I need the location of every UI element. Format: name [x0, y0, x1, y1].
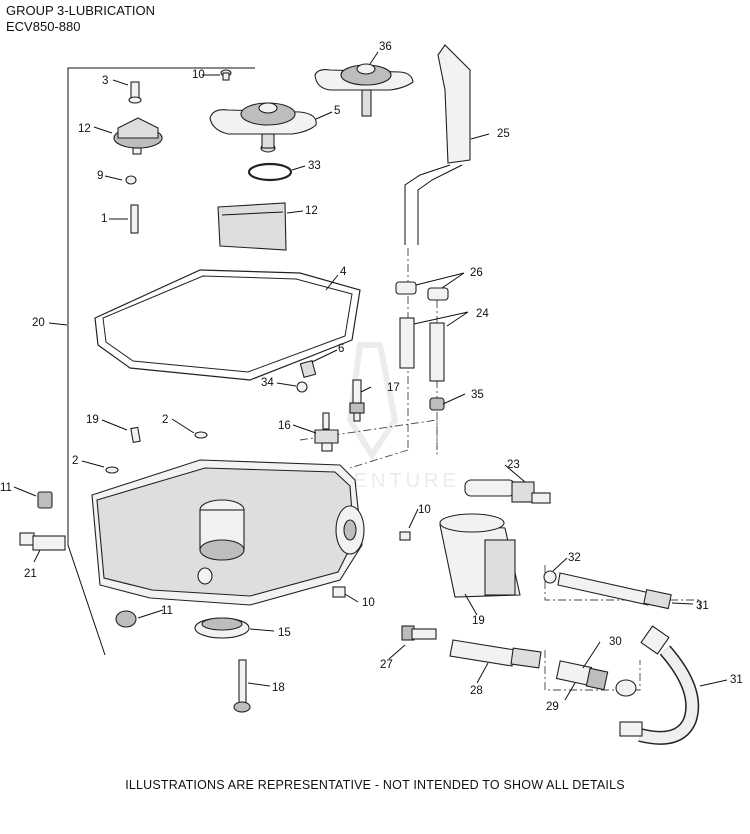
callout-17: 18: [272, 682, 285, 694]
disclaimer-footer: ILLUSTRATIONS ARE REPRESENTATIVE - NOT I…: [125, 778, 625, 792]
model-range: ECV850-880: [6, 19, 81, 34]
callout-16: 17: [387, 382, 400, 394]
hose-30: [619, 625, 700, 745]
fitting-22: [464, 479, 551, 504]
callout-20: 20: [32, 317, 45, 329]
ball-34: [296, 381, 308, 393]
assembly-bracket-20: [67, 67, 255, 656]
callout-6: 6: [338, 343, 344, 355]
callout-23: 24: [476, 308, 489, 320]
valve-28: [555, 660, 609, 691]
screw-10-lower: [332, 586, 346, 598]
oil-filter-18: [439, 513, 521, 598]
seal-14: [194, 617, 250, 639]
fitting-26: [401, 625, 437, 641]
callout-13: 12: [78, 123, 91, 135]
oil-screen-12: [217, 202, 287, 251]
callout-1: 1: [101, 213, 107, 225]
governor-gear-13: [113, 117, 163, 155]
callout-19: 19: [86, 414, 99, 426]
oil-pressure-switch-15: [314, 412, 339, 452]
fitting-21: [19, 532, 66, 551]
group-title: GROUP 3-LUBRICATION: [6, 3, 156, 18]
oil-pan-housing: [91, 459, 365, 606]
hose-31: [557, 572, 672, 610]
clip-29: [615, 679, 637, 697]
callout-15: 16: [278, 420, 291, 432]
callout-30: 31: [730, 674, 743, 686]
assembly-centerlines: [299, 248, 701, 691]
callout-33: 33: [308, 160, 321, 172]
diagram-title: GROUP 3-LUBRICATION ECV850-880: [6, 3, 155, 35]
leader-lines: [13, 51, 728, 701]
callout-3: 3: [102, 75, 108, 87]
washer-8: [125, 175, 137, 185]
callout-12: 12: [305, 205, 318, 217]
callout-2-lower: 2: [72, 455, 78, 467]
callout-34: 34: [261, 377, 274, 389]
washer-2-lower: [105, 466, 119, 474]
callout-26: 27: [380, 659, 393, 671]
callout-36: 36: [379, 41, 392, 53]
oil-pump-gear-36: [314, 63, 414, 117]
callout-8: 9: [97, 170, 103, 182]
o-ring-33: [247, 162, 293, 182]
shaft-1: [130, 204, 139, 234]
callout-9: 10: [192, 69, 205, 81]
callout-31: 31: [696, 600, 709, 612]
callout-11-left: 11: [0, 482, 12, 494]
callout-5: 5: [334, 105, 340, 117]
bolt-17: [233, 659, 251, 713]
callout-labels: 3 10 12 9 1 36 5 33 12 4 20 6 34 17 16 1…: [0, 41, 743, 713]
oil-pump-5: [209, 102, 317, 153]
pin-19: [130, 426, 141, 444]
tube-27: [449, 639, 542, 669]
callout-27: 28: [470, 685, 483, 697]
clamp-32: [543, 570, 557, 584]
callout-11-center: 11: [161, 605, 173, 617]
callout-18: 19: [472, 615, 485, 627]
clamp-35: [429, 397, 445, 411]
callout-25: 26: [470, 267, 483, 279]
screw-10-upper: [399, 531, 411, 541]
callout-10-lower: 10: [362, 597, 375, 609]
pin-3: [128, 81, 142, 104]
callout-21: 21: [24, 568, 37, 580]
dipstick-tube-24: [404, 44, 471, 245]
callout-22: 23: [507, 459, 520, 471]
plug-11-center: [115, 610, 137, 628]
hose-23-right: [429, 322, 445, 382]
gasket-4: [94, 269, 361, 381]
clamp-25-right: [427, 287, 449, 301]
callout-24: 25: [497, 128, 510, 140]
callout-32: 32: [568, 552, 581, 564]
plug-11-left: [37, 491, 53, 509]
callout-28: 29: [546, 701, 559, 713]
clamp-25-left: [395, 281, 417, 295]
callout-14: 15: [278, 627, 291, 639]
callout-35: 35: [471, 389, 484, 401]
callout-2-upper: 2: [162, 414, 168, 426]
screw-9: [220, 69, 232, 81]
callout-29: 30: [609, 636, 622, 648]
callout-4: 4: [340, 266, 347, 278]
callout-10-upper: 10: [418, 504, 431, 516]
hose-23-left: [399, 317, 415, 369]
part-6: [299, 360, 317, 378]
washer-2-upper: [194, 431, 208, 439]
